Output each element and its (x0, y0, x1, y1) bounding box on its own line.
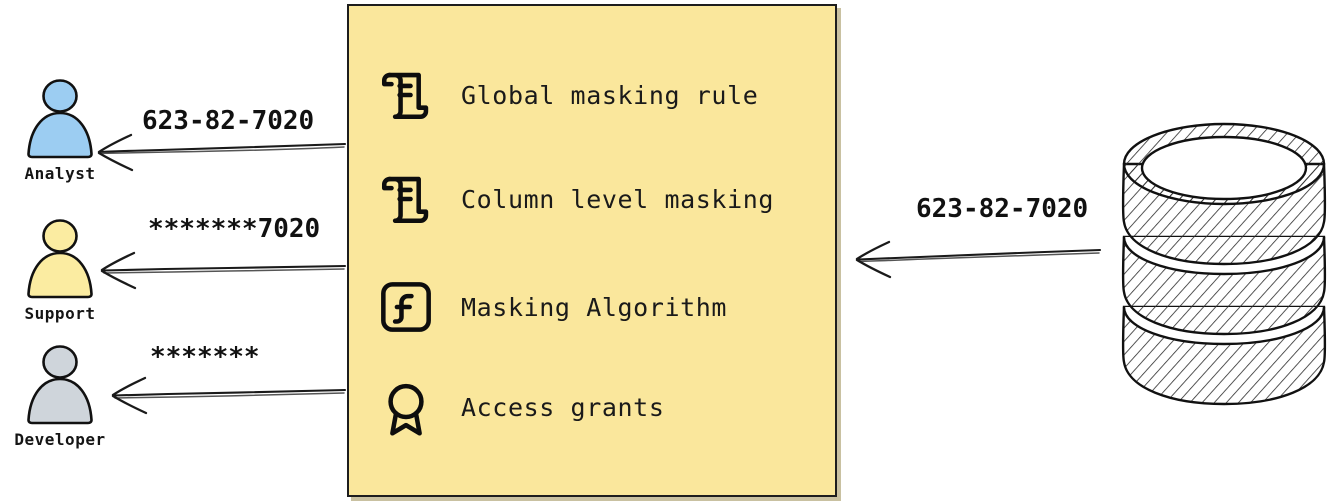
actor-label-analyst: Analyst (24, 164, 96, 183)
masking-rule-row: Masking Algorithm (377, 278, 727, 336)
masking-rule-label: Access grants (461, 392, 665, 422)
masking-rule-label: Global masking rule (461, 80, 759, 110)
actor-developer: Developer (0, 344, 120, 449)
function-box-icon (381, 282, 431, 332)
masking-rule-row: Access grants (377, 378, 664, 436)
flow-label-support: *******7020 (148, 214, 321, 244)
masking-rule-label: Masking Algorithm (461, 292, 728, 322)
masking-rule-row: Global masking rule (377, 66, 758, 124)
actor-analyst: Analyst (0, 78, 120, 183)
award-ribbon-icon (388, 383, 424, 436)
scroll-icon (381, 176, 429, 224)
masking-engine-panel: Global masking rule Column level masking… (347, 4, 837, 497)
flow-label-developer: ******* (150, 342, 260, 372)
scroll-icon (381, 72, 429, 120)
arrow-to-developer (111, 376, 347, 415)
actor-support: Support (0, 218, 120, 323)
masking-rule-label: Column level masking (461, 184, 775, 214)
actor-label-support: Support (24, 304, 96, 323)
actor-label-developer: Developer (14, 430, 106, 449)
flow-label-analyst: 623-82-7020 (142, 106, 315, 136)
arrow-db-to-panel (855, 240, 1102, 279)
person-icon (27, 79, 93, 159)
person-icon (27, 219, 93, 299)
person-icon (27, 345, 93, 425)
arrow-to-support (100, 251, 347, 290)
masking-rule-row: Column level masking (377, 170, 774, 228)
arrow-to-analyst (97, 133, 347, 172)
database-cylinder-icon (1121, 122, 1327, 406)
flow-label-database: 623-82-7020 (916, 194, 1089, 224)
